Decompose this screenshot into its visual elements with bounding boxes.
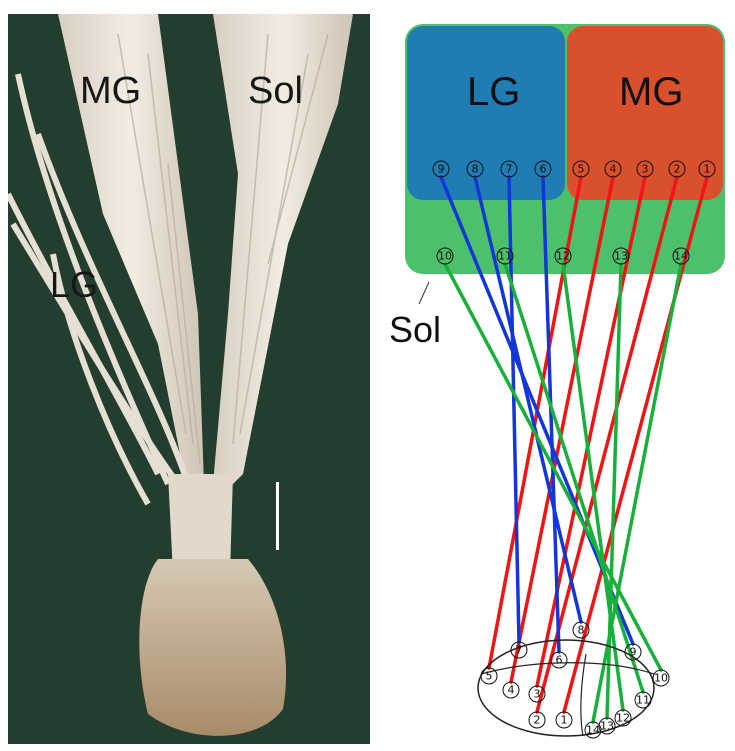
origin-marker-14: 14 — [673, 248, 689, 264]
svg-text:1: 1 — [704, 163, 711, 176]
svg-text:4: 4 — [508, 684, 515, 697]
origin-marker-12: 12 — [555, 248, 571, 264]
insertion-marker-11: 11 — [635, 692, 651, 708]
svg-text:9: 9 — [438, 163, 445, 176]
svg-text:8: 8 — [578, 624, 585, 637]
origin-marker-13: 13 — [613, 248, 629, 264]
insertion-marker-5: 5 — [481, 668, 497, 684]
insertion-marker-13: 13 — [599, 718, 615, 734]
svg-text:13: 13 — [600, 720, 614, 733]
svg-text:6: 6 — [556, 654, 563, 667]
origin-marker-11: 11 — [497, 248, 513, 264]
insertion-marker-4: 4 — [503, 682, 519, 698]
svg-text:10: 10 — [438, 250, 452, 263]
tendon-photo-panel: MG Sol LG — [8, 14, 372, 744]
svg-text:2: 2 — [534, 714, 541, 727]
svg-text:11: 11 — [498, 250, 512, 263]
insertion-marker-12: 12 — [615, 710, 631, 726]
svg-text:7: 7 — [506, 163, 513, 176]
svg-text:14: 14 — [586, 724, 600, 737]
svg-text:4: 4 — [610, 163, 617, 176]
sol-leader-line — [419, 282, 429, 304]
svg-text:1: 1 — [561, 714, 568, 727]
diagram-label-lg: LG — [467, 72, 520, 112]
svg-text:12: 12 — [556, 250, 570, 263]
svg-text:2: 2 — [674, 163, 681, 176]
tendon-photo — [8, 14, 370, 744]
insertion-marker-14: 14 — [585, 722, 601, 738]
insertion-marker-2: 2 — [529, 712, 545, 728]
svg-text:10: 10 — [654, 672, 668, 685]
photo-label-sol: Sol — [248, 72, 303, 110]
photo-label-mg: MG — [80, 72, 141, 110]
svg-text:7: 7 — [516, 644, 523, 657]
insertion-marker-6: 6 — [551, 652, 567, 668]
svg-text:9: 9 — [630, 646, 637, 659]
origin-marker-10: 10 — [437, 248, 453, 264]
svg-text:3: 3 — [534, 688, 541, 701]
calcaneus-base — [139, 559, 286, 736]
diagram-label-sol: Sol — [389, 312, 441, 348]
svg-text:11: 11 — [636, 694, 650, 707]
insertion-marker-1: 1 — [556, 712, 572, 728]
svg-text:8: 8 — [472, 163, 479, 176]
svg-text:12: 12 — [616, 712, 630, 725]
scale-bar — [276, 482, 279, 550]
insertion-marker-9: 9 — [625, 644, 641, 660]
svg-text:13: 13 — [614, 250, 628, 263]
svg-text:3: 3 — [642, 163, 649, 176]
svg-text:5: 5 — [578, 163, 585, 176]
diagram-label-mg: MG — [619, 72, 683, 112]
photo-label-lg: LG — [50, 267, 98, 303]
svg-text:5: 5 — [486, 670, 493, 683]
svg-text:6: 6 — [540, 163, 547, 176]
insertion-marker-10: 10 — [653, 670, 669, 686]
svg-text:14: 14 — [674, 250, 688, 263]
